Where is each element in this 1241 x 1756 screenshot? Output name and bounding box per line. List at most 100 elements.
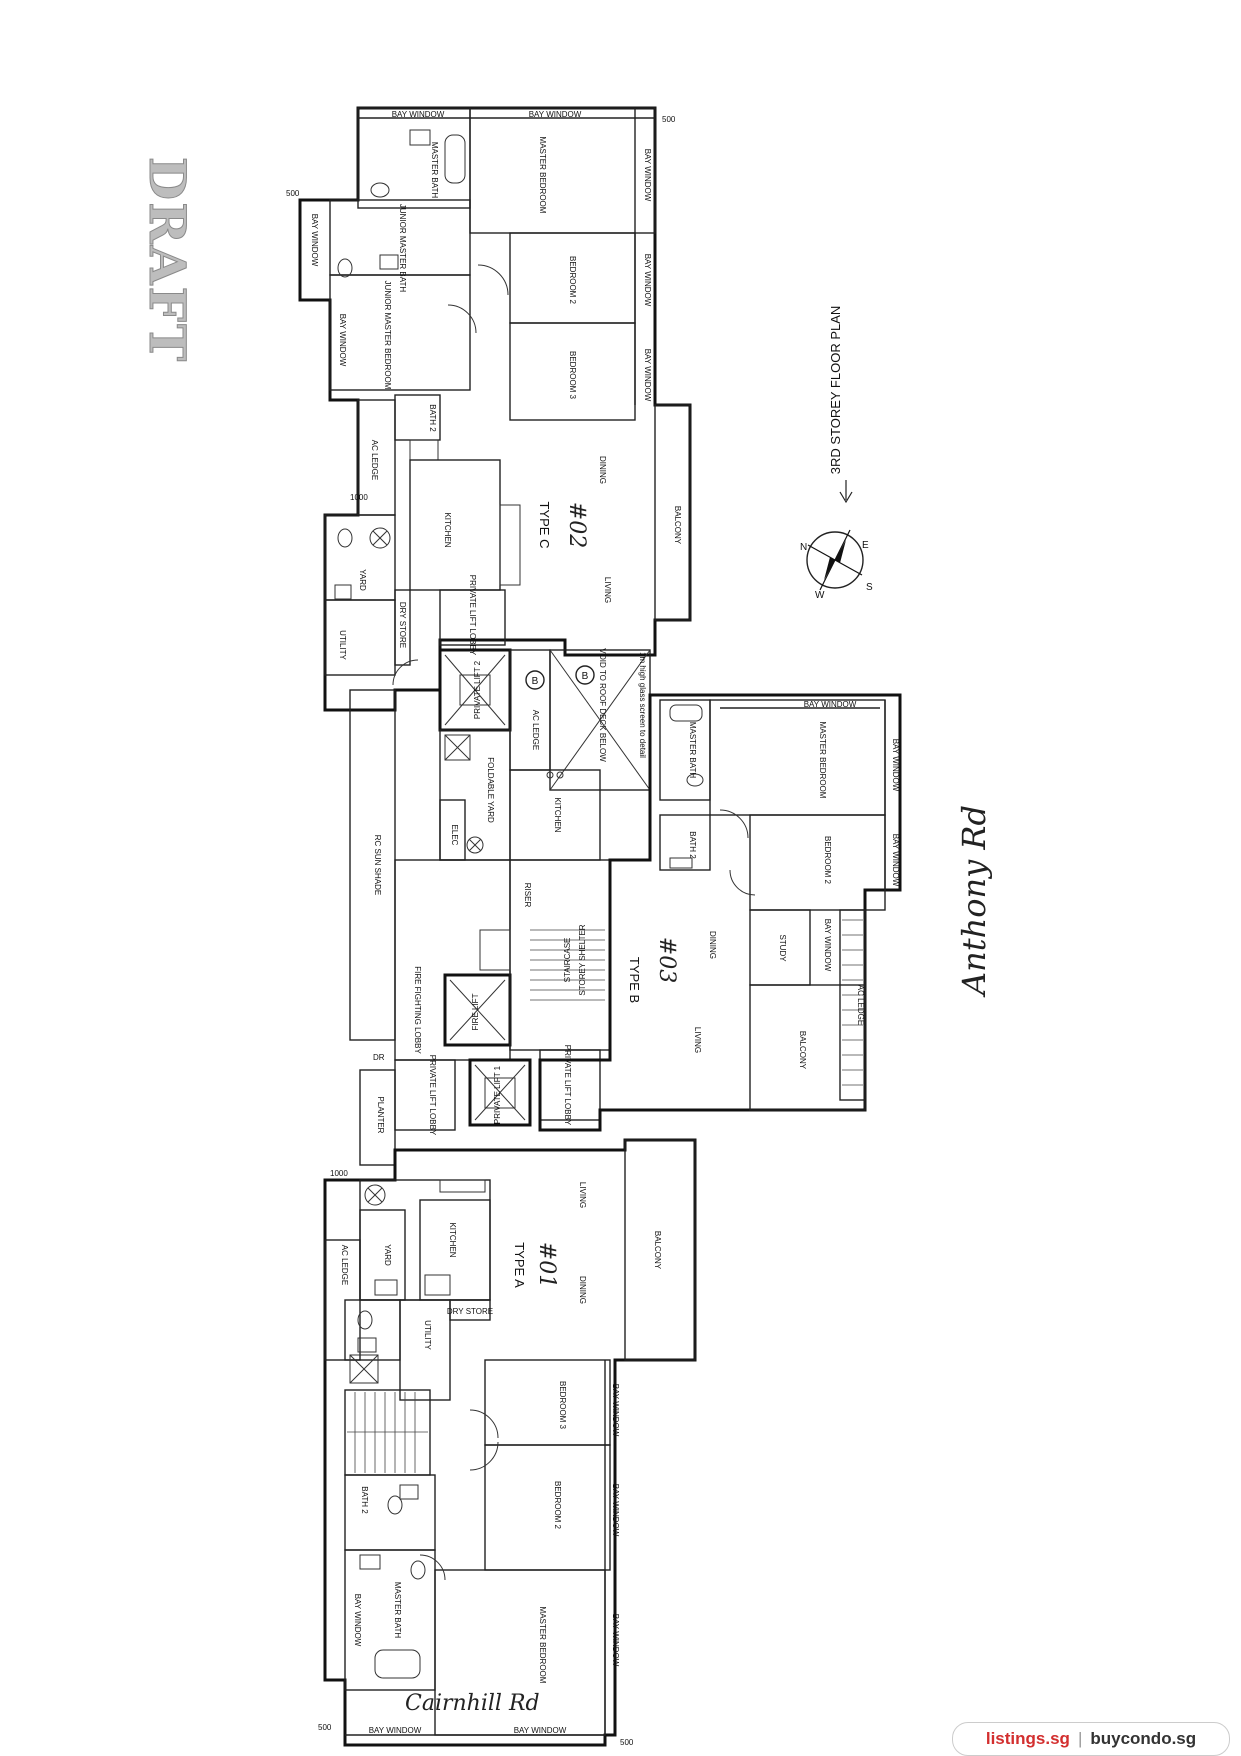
unit-type-a: KITCHEN YARD AC LEDGE UTILITY DRY STORE …: [318, 1138, 697, 1747]
a-bedroom-2: BEDROOM 2: [553, 1481, 562, 1530]
c-bath-2: BATH 2: [428, 404, 437, 432]
core-private-lift-2: PRIVATE LIFT 2: [473, 660, 482, 719]
a-bay-window-r2: BAY WINDOW: [611, 1484, 620, 1537]
c-bedroom-2: BEDROOM 2: [568, 256, 577, 305]
a-kitchen: KITCHEN: [448, 1222, 457, 1257]
a-living: LIVING: [578, 1182, 587, 1208]
c-bay-window-l1: BAY WINDOW: [310, 214, 319, 267]
a-bay-window-r3: BAY WINDOW: [611, 1614, 620, 1667]
type-a-ac-ledge-grille: [344, 1389, 431, 1476]
c-yard: YARD: [358, 569, 367, 591]
b-type-label: TYPE B: [627, 957, 642, 1003]
core-void-note: 1m high glass screen to detail: [638, 652, 647, 758]
core-storey-shelter: STOREY SHELTER: [578, 924, 587, 995]
watermark-site-a: listings.sg: [985, 1729, 1070, 1748]
a-bath-2: BATH 2: [360, 1486, 369, 1514]
a-balcony: BALCONY: [653, 1231, 662, 1270]
core-elec: ELEC: [450, 825, 459, 846]
site-watermark: listings.sg | buycondo.sg: [952, 1722, 1230, 1756]
compass-w: W: [815, 590, 825, 601]
core-private-lift-1: PRIVATE LIFT 1: [493, 1065, 502, 1124]
c-master-bedroom: MASTER BEDROOM: [538, 137, 547, 214]
plan-title: 3RD STOREY FLOOR PLAN: [828, 306, 843, 475]
a-dining: DINING: [578, 1276, 587, 1304]
draft-stamp: DRAFT: [138, 157, 197, 363]
core-marker-b2: B: [582, 671, 589, 682]
core-dr: DR: [373, 1053, 385, 1062]
a-master-bedroom: MASTER BEDROOM: [538, 1607, 547, 1684]
b-unit-number: #03: [654, 937, 679, 983]
unit-type-c: BAY WINDOW BAY WINDOW MASTER BATH MASTER…: [286, 106, 692, 712]
unit-type-b: BAY WINDOW MASTER BATH MASTER BEDROOM BA…: [538, 693, 902, 1132]
a-unit-number: #01: [534, 1242, 559, 1288]
c-dry-store: DRY STORE: [398, 602, 407, 648]
c-type-label: TYPE C: [537, 502, 552, 549]
c-junior-master-bath: JUNIOR MASTER BATH: [398, 204, 407, 293]
b-bath-2: BATH 2: [688, 831, 697, 859]
c-master-bath: MASTER BATH: [430, 142, 439, 199]
c-ac-ledge: AC LEDGE: [370, 440, 379, 480]
c-utility: UTILITY: [338, 630, 347, 660]
a-bedroom-3: BEDROOM 3: [558, 1381, 567, 1430]
b-private-lift-lobby: PRIVATE LIFT LOBBY: [563, 1045, 572, 1126]
core-ac-ledge: AC LEDGE: [531, 710, 540, 750]
a-master-bath: MASTER BATH: [393, 1582, 402, 1639]
compass-e: E: [862, 540, 869, 551]
compass-n: N: [800, 542, 807, 553]
b-bay-window-study: BAY WINDOW: [823, 919, 832, 972]
c-dining: DINING: [598, 456, 607, 484]
b-balcony: BALCONY: [798, 1031, 807, 1070]
core-fire-lift: FIRE LIFT: [471, 993, 480, 1030]
a-bay-window-r1: BAY WINDOW: [611, 1384, 620, 1437]
b-bay-window-top: BAY WINDOW: [804, 700, 857, 709]
a-dim-500-b: 500: [620, 1738, 634, 1747]
core-kitchen: KITCHEN: [553, 797, 562, 832]
c-dim-1000: 1000: [350, 493, 368, 502]
core-void: VOID TO ROOF DECK BELOW: [598, 648, 607, 762]
b-study: STUDY: [778, 934, 787, 962]
north-compass: N E S W: [800, 529, 873, 601]
c-bay-window-r1: BAY WINDOW: [643, 149, 652, 202]
watermark-separator: |: [1077, 1729, 1083, 1748]
compass-s: S: [866, 582, 873, 593]
c-bay-window-r3: BAY WINDOW: [643, 349, 652, 402]
road-cairnhill: Cairnhill Rd: [405, 1691, 540, 1716]
b-bay-window-r2: BAY WINDOW: [891, 834, 900, 887]
watermark-site-b: buycondo.sg: [1090, 1729, 1197, 1748]
c-bay-window-l2: BAY WINDOW: [338, 314, 347, 367]
c-kitchen: KITCHEN: [443, 512, 452, 547]
a-utility: UTILITY: [423, 1320, 432, 1350]
a-dim-500-a: 500: [318, 1723, 332, 1732]
a-ac-ledge: AC LEDGE: [340, 1245, 349, 1285]
c-bay-window-top-2: BAY WINDOW: [529, 110, 582, 119]
c-unit-number: #02: [564, 502, 589, 548]
c-living: LIVING: [603, 577, 612, 603]
a-dim-1000: 1000: [330, 1169, 348, 1178]
a-bay-window-bottom-1: BAY WINDOW: [369, 1726, 422, 1735]
c-bedroom-3: BEDROOM 3: [568, 351, 577, 400]
core-marker-b1: B: [532, 676, 539, 687]
c-bay-window-top-1: BAY WINDOW: [392, 110, 445, 119]
c-dim-500-b: 500: [662, 115, 676, 124]
a-dry-store: DRY STORE: [447, 1307, 493, 1316]
b-bay-window-r1: BAY WINDOW: [891, 739, 900, 792]
b-master-bedroom: MASTER BEDROOM: [818, 722, 827, 799]
b-master-bath: MASTER BATH: [688, 722, 697, 779]
c-dim-500-a: 500: [286, 189, 300, 198]
b-dining: DINING: [708, 931, 717, 959]
core-rc-sun-shade: RC SUN SHADE: [373, 835, 382, 895]
c-private-lift-lobby: PRIVATE LIFT LOBBY: [468, 575, 477, 656]
road-anthony: Anthony Rd: [955, 805, 993, 998]
type-b-ac-ledge-grille: [839, 909, 866, 1101]
c-bay-window-r2: BAY WINDOW: [643, 254, 652, 307]
core-private-lift-lobby: PRIVATE LIFT LOBBY: [428, 1055, 437, 1136]
a-bay-window-bottom-2: BAY WINDOW: [514, 1726, 567, 1735]
core-riser: RISER: [523, 883, 532, 908]
core-block: B B: [349, 648, 651, 1166]
b-living: LIVING: [693, 1027, 702, 1053]
b-ac-ledge: AC LEDGE: [856, 985, 865, 1025]
a-bay-window-l: BAY WINDOW: [353, 1594, 362, 1647]
a-type-label: TYPE A: [512, 1242, 527, 1288]
c-balcony: BALCONY: [673, 506, 682, 545]
a-yard: YARD: [383, 1244, 392, 1266]
